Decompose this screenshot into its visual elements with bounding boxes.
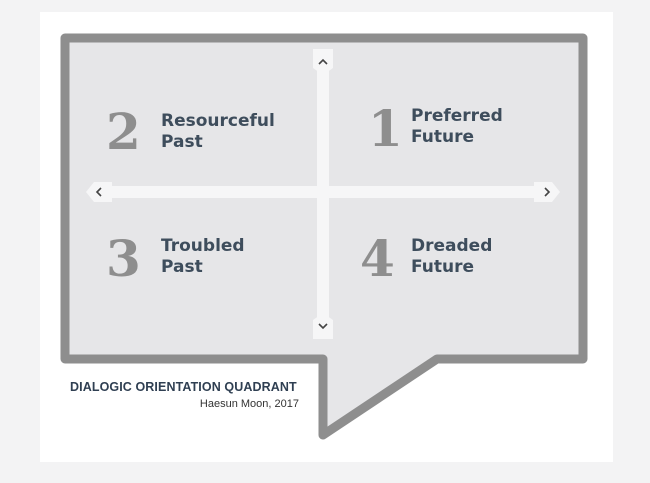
right-arrow-button[interactable] bbox=[534, 179, 560, 205]
caption-credit: Haesun Moon, 2017 bbox=[199, 398, 299, 410]
quadrant-number: 2 bbox=[106, 102, 141, 161]
left-arrow-button[interactable] bbox=[86, 179, 112, 205]
speech-bubble bbox=[60, 33, 588, 440]
vertical-axis bbox=[317, 66, 329, 334]
horizontal-axis bbox=[100, 186, 548, 198]
caption-title: DIALOGIC ORIENTATION QUADRANT bbox=[70, 380, 297, 394]
chevron-up-icon bbox=[313, 49, 333, 75]
quadrant-number: 1 bbox=[368, 99, 403, 158]
quadrant-label: Resourceful Past bbox=[161, 111, 275, 152]
chevron-left-icon bbox=[86, 182, 112, 202]
chevron-down-icon bbox=[313, 313, 333, 339]
quadrant-label: Dreaded Future bbox=[411, 236, 493, 277]
chevron-right-icon bbox=[534, 182, 560, 202]
quadrant-number: 3 bbox=[106, 229, 141, 288]
down-arrow-button[interactable] bbox=[310, 313, 336, 339]
quadrant-number: 4 bbox=[360, 229, 395, 288]
quadrant-label: Troubled Past bbox=[161, 236, 245, 277]
up-arrow-button[interactable] bbox=[310, 49, 336, 75]
quadrant-label: Preferred Future bbox=[411, 106, 503, 147]
diagram-canvas: 2 Resourceful Past 1 Preferred Future 3 … bbox=[40, 12, 613, 462]
